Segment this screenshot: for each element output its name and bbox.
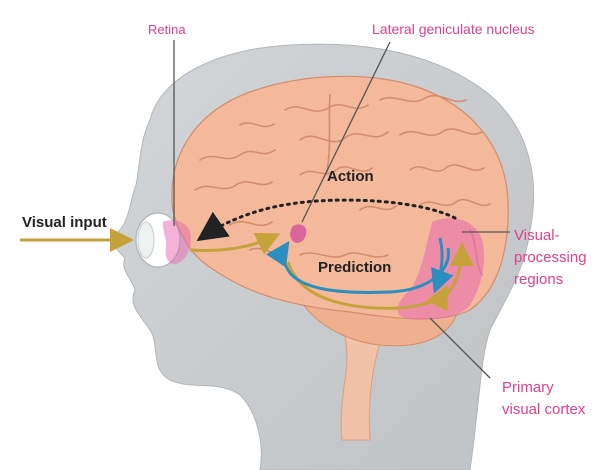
blue-arrow-cortex-down xyxy=(431,237,454,294)
gold-arrow-lgn-to-cortex xyxy=(286,261,448,312)
gold-arrow-retina-to-lgn xyxy=(189,232,281,255)
visual-processing-line2: processing xyxy=(514,249,587,266)
retina-label: Retina xyxy=(148,22,186,37)
gold-arrow-cortex-up xyxy=(439,242,474,302)
lgn-label: Lateral geniculate nucleus xyxy=(372,21,535,37)
primary-cortex-line2: visual cortex xyxy=(502,401,586,418)
visual-processing-line1: Visual- xyxy=(514,227,560,244)
visual-processing-line3: regions xyxy=(514,271,563,288)
action-dotted-arrow xyxy=(196,198,457,242)
lgn-region xyxy=(290,224,307,243)
primary-cortex-label: Primary visual cortex xyxy=(502,379,586,418)
leader-lines xyxy=(173,40,510,379)
visual-input-label: Visual input xyxy=(22,214,107,231)
primary-cortex-line1: Primary xyxy=(502,379,554,396)
retina-region xyxy=(162,220,191,265)
prediction-label: Prediction xyxy=(318,259,391,276)
brain-folds xyxy=(194,94,491,276)
visual-processing-label: Visual- processing regions xyxy=(514,227,587,288)
action-label: Action xyxy=(327,168,374,185)
